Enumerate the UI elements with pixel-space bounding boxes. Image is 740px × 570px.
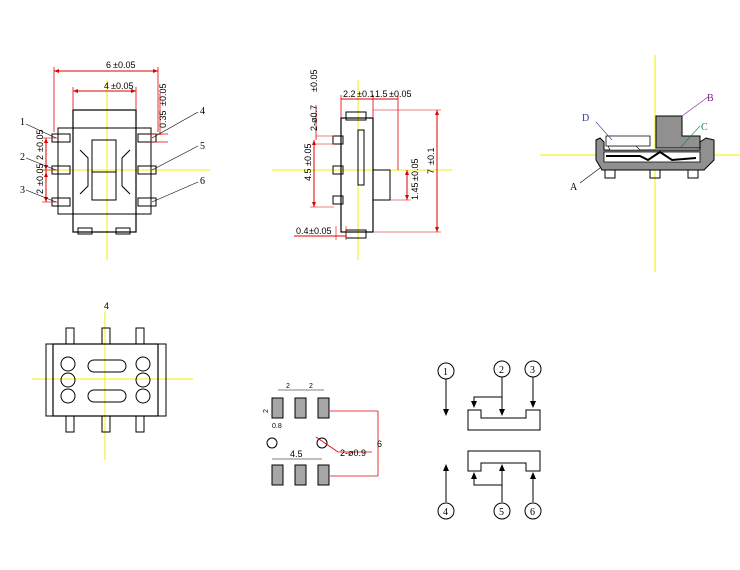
schematic-slider-bottom <box>467 450 541 472</box>
dim-pin-width: 0.35 <box>158 110 168 128</box>
dim-0-4-tol: ±0.05 <box>309 226 331 236</box>
section-label-d: D <box>582 113 589 124</box>
top-view: 6 ±0.05 4 ±0.05 0.35 ±0.05 2 ±0.05 2 ±0.… <box>20 60 210 260</box>
dim-height: 6 <box>377 439 382 449</box>
dim-pitch-2: 2 <box>309 383 313 390</box>
dim-7-tol: ±0.1 <box>426 148 436 165</box>
mounting-hole <box>266 437 278 449</box>
switch-body-top <box>72 109 137 233</box>
dim-pitch-a-tol: ±0.05 <box>35 130 45 152</box>
section-view: A B C D <box>540 55 740 272</box>
pin-6 <box>137 197 157 207</box>
mounting-hole <box>316 437 328 449</box>
pin-5 <box>137 165 157 175</box>
dim-4-5: 4.5 <box>303 168 313 181</box>
schematic-pin-6: 6 <box>530 507 535 518</box>
dim-1-5: 1.5 <box>375 89 388 99</box>
dim-2-2: 2.2 <box>343 89 356 99</box>
dim-4-5-tol: ±0.05 <box>303 144 313 166</box>
pad <box>294 397 307 419</box>
dim-inner: 4 <box>104 81 109 91</box>
pcb-footprint: 2 2 2 0.8 4.5 2-ø0.9 6 <box>263 383 382 486</box>
dim-7: 7 <box>426 169 436 174</box>
switch-schematic: 1 2 3 4 5 6 <box>437 360 542 520</box>
bottom-view: 4 <box>32 301 193 460</box>
dim-pad-height: 2 <box>263 409 270 413</box>
slider-knob <box>91 171 117 201</box>
schematic-slider-top <box>467 409 541 431</box>
dim-hole-dia: 2-ø0.9 <box>340 448 366 458</box>
dim-pitch-b-tol: ±0.05 <box>35 164 45 186</box>
pad <box>271 397 284 419</box>
slider-section <box>655 115 701 149</box>
schematic-pin-3: 3 <box>530 365 535 376</box>
schematic-pin-5: 5 <box>499 507 504 518</box>
pin-label-3: 3 <box>20 185 25 196</box>
pin-label-2: 2 <box>20 152 25 163</box>
dim-2-2-tol: ±0.1 <box>357 89 374 99</box>
pad <box>317 397 330 419</box>
dim-0-4: 0.4 <box>296 226 309 236</box>
schematic-pin-2: 2 <box>499 365 504 376</box>
schematic-pin-1: 1 <box>443 367 448 378</box>
dim-total: 6 <box>106 60 111 70</box>
dim-inner-tol: ±0.05 <box>111 81 133 91</box>
switch-frame-top <box>57 127 152 215</box>
pad <box>317 464 330 486</box>
section-label-c: C <box>701 122 708 133</box>
slider-knob-side <box>372 169 391 201</box>
dim-pitch-b: 2 <box>35 189 45 194</box>
pin-label-4: 4 <box>200 106 205 117</box>
dim-1-45: 1.45 <box>410 182 420 200</box>
dim-hole-pitch: 4.5 <box>290 449 303 459</box>
dim-pin-width-tol: ±0.05 <box>158 84 168 106</box>
side-view: 2.2 ±0.1 1.5 ±0.05 2-ø0.7 ±0.05 4.5 ±0.0… <box>272 70 452 260</box>
dim-pin-dia-tol: ±0.05 <box>309 70 319 92</box>
pad <box>294 464 307 486</box>
dim-pad-width: 0.8 <box>272 423 282 430</box>
dim-1-5-tol: ±0.05 <box>389 89 411 99</box>
section-label-a: A <box>570 182 578 193</box>
switch-body-side <box>340 117 374 233</box>
dim-pitch-a: 2 <box>35 155 45 160</box>
pin-4 <box>137 133 157 143</box>
dim-pin-dia: 2-ø0.7 <box>309 105 319 131</box>
schematic-pin-4: 4 <box>443 507 448 518</box>
bottom-view-label: 4 <box>104 301 109 311</box>
pad <box>271 464 284 486</box>
pin-label-1: 1 <box>20 117 25 128</box>
pin-label-6: 6 <box>200 176 205 187</box>
dim-pitch-1: 2 <box>286 383 290 390</box>
dim-1-45-tol: ±0.05 <box>410 159 420 181</box>
dim-total-tol: ±0.05 <box>113 60 135 70</box>
section-label-b: B <box>707 93 714 104</box>
pin-label-5: 5 <box>200 141 205 152</box>
